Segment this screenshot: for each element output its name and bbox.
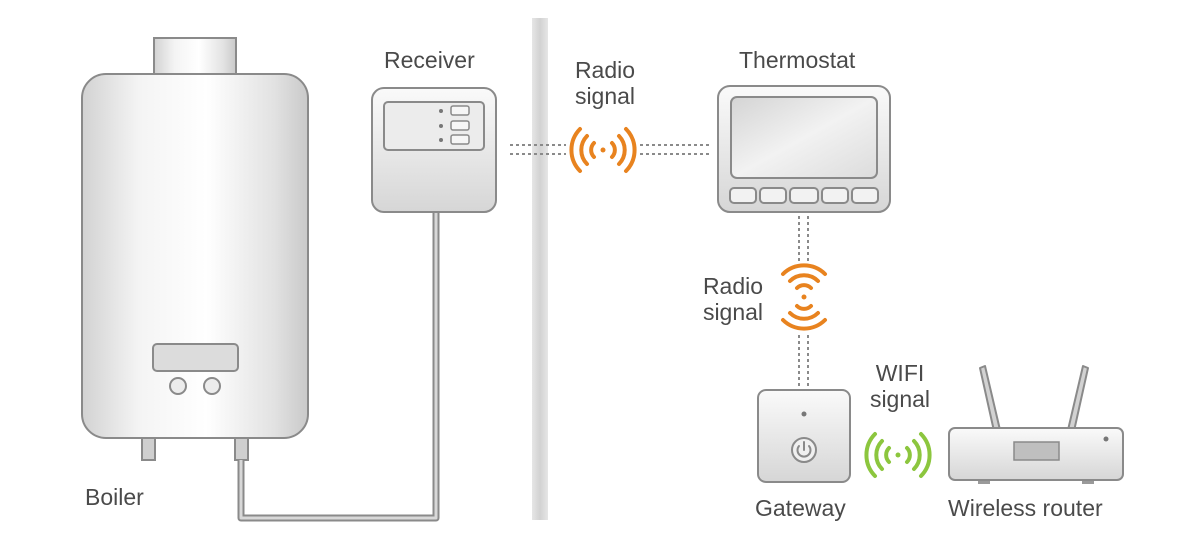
radio-link-top xyxy=(510,144,712,155)
boiler-pipe-left xyxy=(141,435,156,461)
boiler-display xyxy=(152,343,239,372)
boiler-knob-left xyxy=(169,377,187,395)
power-icon xyxy=(791,437,817,463)
boiler xyxy=(81,37,309,461)
receiver-switch-2 xyxy=(450,120,470,131)
thermostat-button-3 xyxy=(789,187,819,204)
boiler-flue xyxy=(153,37,237,79)
radio-signal-top-line1: Radio xyxy=(574,57,636,83)
wifi-waves-icon xyxy=(864,432,932,478)
receiver-label: Receiver xyxy=(384,47,475,73)
wifi-signal-line1: WIFI xyxy=(875,360,925,386)
wifi-signal-label: WIFI signal xyxy=(855,360,945,412)
wireless-router-label: Wireless router xyxy=(948,495,1103,521)
wifi-signal-line2: signal xyxy=(869,386,931,412)
thermostat-screen xyxy=(730,96,878,179)
radio-waves-icon xyxy=(781,263,827,331)
radio-signal-top-line2: signal xyxy=(574,83,636,109)
thermostat-label: Thermostat xyxy=(739,47,856,73)
boiler-label: Boiler xyxy=(85,484,144,510)
receiver xyxy=(371,87,497,213)
receiver-switch-3 xyxy=(450,134,470,145)
radio-signal-mid-label: Radio signal xyxy=(688,273,778,325)
router-antenna-right xyxy=(1067,365,1089,432)
thermostat-button-1 xyxy=(729,187,757,204)
gateway-label: Gateway xyxy=(755,495,846,521)
boiler-knob-right xyxy=(203,377,221,395)
gateway xyxy=(757,389,851,483)
thermostat-button-5 xyxy=(851,187,879,204)
radio-signal-mid-line2: signal xyxy=(702,299,764,325)
radio-waves-icon xyxy=(569,127,637,173)
radio-link-vertical xyxy=(798,216,809,388)
thermostat xyxy=(717,85,891,213)
gateway-body xyxy=(757,389,851,483)
radio-signal-mid-line1: Radio xyxy=(702,273,764,299)
thermostat-button-2 xyxy=(759,187,787,204)
router-led xyxy=(1103,436,1109,442)
thermostat-button-4 xyxy=(821,187,849,204)
router-display xyxy=(1013,441,1060,461)
boiler-body xyxy=(81,73,309,439)
wireless-router xyxy=(948,365,1124,484)
receiver-switch-1 xyxy=(450,105,470,116)
radio-signal-top-label: Radio signal xyxy=(560,57,650,109)
router-antenna-left xyxy=(979,365,1001,432)
boiler-pipe-right xyxy=(234,435,249,461)
wall-divider xyxy=(532,18,548,520)
gateway-led xyxy=(801,411,807,417)
